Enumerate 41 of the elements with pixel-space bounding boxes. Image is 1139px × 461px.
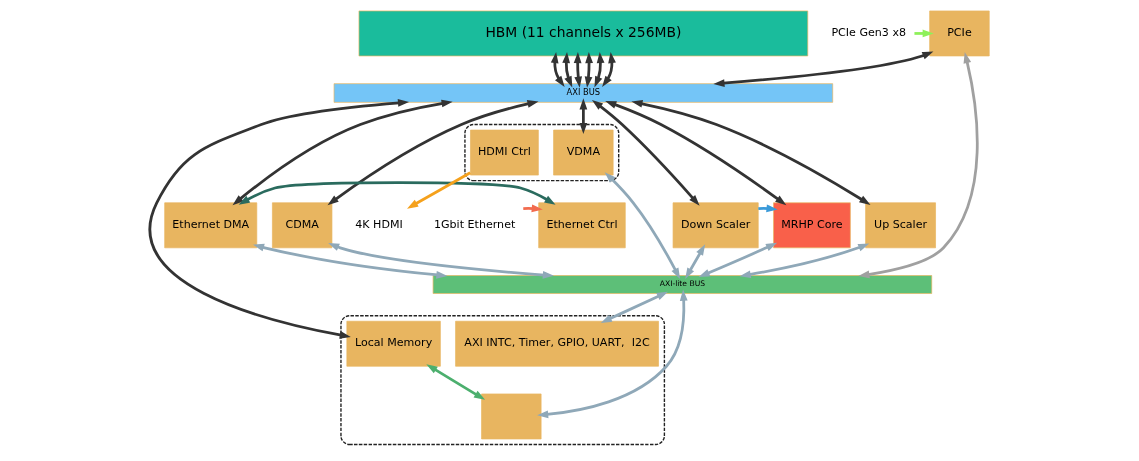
node-box: PCIe	[929, 10, 990, 57]
arrow	[149, 99, 410, 339]
arrow	[631, 100, 871, 205]
arrow	[739, 243, 870, 279]
arrow	[914, 29, 934, 38]
arrow	[605, 100, 787, 206]
node-box: Down Scaler	[672, 202, 759, 249]
arrow	[713, 51, 934, 87]
node-box: Ethernet Ctrl	[538, 202, 626, 249]
arrow	[238, 181, 556, 205]
node-box: CDMA	[272, 202, 333, 249]
node-box: HBM (11 channels x 256MB)	[358, 10, 809, 57]
node-box: Ethernet DMA	[164, 202, 258, 249]
arrow	[232, 99, 453, 206]
node-text: 4K HDMI	[355, 217, 403, 231]
arrow	[698, 242, 778, 278]
node-box: AXI INTC, Timer, GPIO, UART, I2C	[455, 320, 659, 367]
node-box: AXI BUS	[333, 83, 834, 103]
arrow	[327, 100, 539, 206]
node-box	[481, 393, 542, 440]
arrow	[328, 242, 554, 279]
arrow	[602, 52, 616, 87]
node-box: HDMI Ctrl	[470, 129, 539, 176]
node-text: 1Gbit Ethernet	[433, 217, 516, 231]
arrow	[426, 364, 486, 400]
node-box: VDMA	[553, 129, 614, 176]
node-box: Local Memory	[346, 320, 441, 367]
arrow	[604, 172, 681, 280]
node-box: Up Scaler	[865, 202, 936, 249]
node-text: PCIe Gen3 x8	[831, 26, 907, 40]
node-box: MRHP Core	[773, 202, 851, 249]
arrow	[685, 244, 706, 279]
arrow	[591, 99, 700, 206]
arrow	[537, 289, 688, 419]
arrow	[253, 243, 448, 279]
arrow	[523, 204, 543, 213]
arrow	[600, 291, 668, 323]
arrow	[858, 52, 979, 279]
arrow	[407, 171, 471, 209]
arrow	[758, 204, 778, 213]
arrow	[579, 98, 588, 135]
